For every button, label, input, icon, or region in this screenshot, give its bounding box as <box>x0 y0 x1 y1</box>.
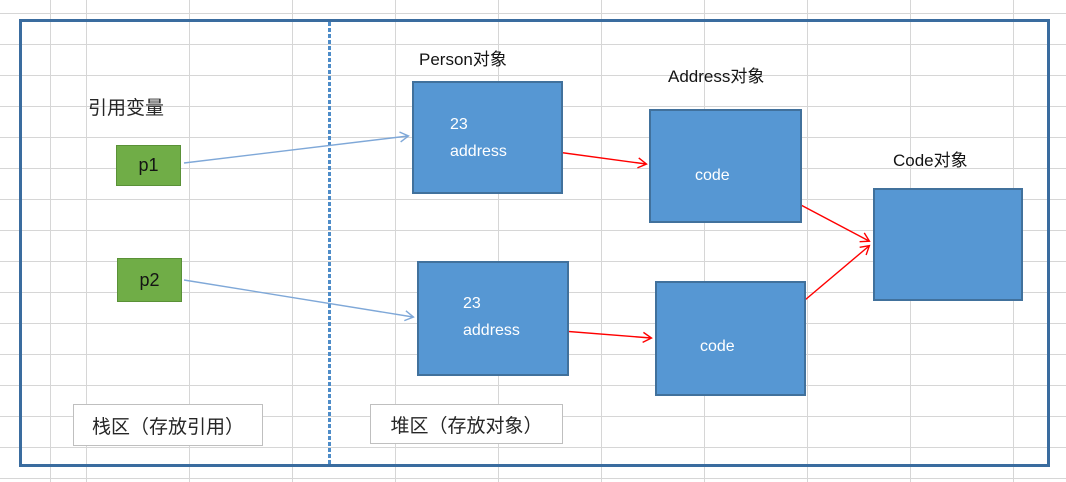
address2-field-code: code <box>700 338 735 355</box>
stack-area-label: 栈区（存放引用） <box>91 416 244 438</box>
memory-frame-border <box>19 19 1050 467</box>
person2-field-age: 23 <box>463 295 481 312</box>
heap-area-label-box: 堆区（存放对象） <box>370 404 563 444</box>
variable-p1-label: p1 <box>138 155 159 175</box>
person1-field-address: address <box>450 143 507 160</box>
address2-object-box: code <box>655 281 806 396</box>
reference-variables-title: 引用变量 <box>88 98 165 119</box>
stack-heap-divider <box>328 22 331 464</box>
heap-area-label: 堆区（存放对象） <box>390 415 543 437</box>
address1-field-code: code <box>695 167 730 184</box>
variable-box-p1: p1 <box>116 145 181 186</box>
person1-object-box: 23 address <box>412 81 563 194</box>
variable-p2-label: p2 <box>139 269 160 290</box>
person2-object-box: 23 address <box>417 261 569 376</box>
address1-object-box: code <box>649 109 802 223</box>
code-object-box <box>873 188 1023 301</box>
address-object-title: Address对象 <box>668 67 765 86</box>
person1-field-age: 23 <box>450 116 468 133</box>
person-object-title: Person对象 <box>419 50 507 69</box>
person2-field-address: address <box>463 322 520 339</box>
code-object-title: Code对象 <box>893 151 968 170</box>
stack-area-label-box: 栈区（存放引用） <box>73 404 263 446</box>
variable-box-p2: p2 <box>117 258 182 302</box>
